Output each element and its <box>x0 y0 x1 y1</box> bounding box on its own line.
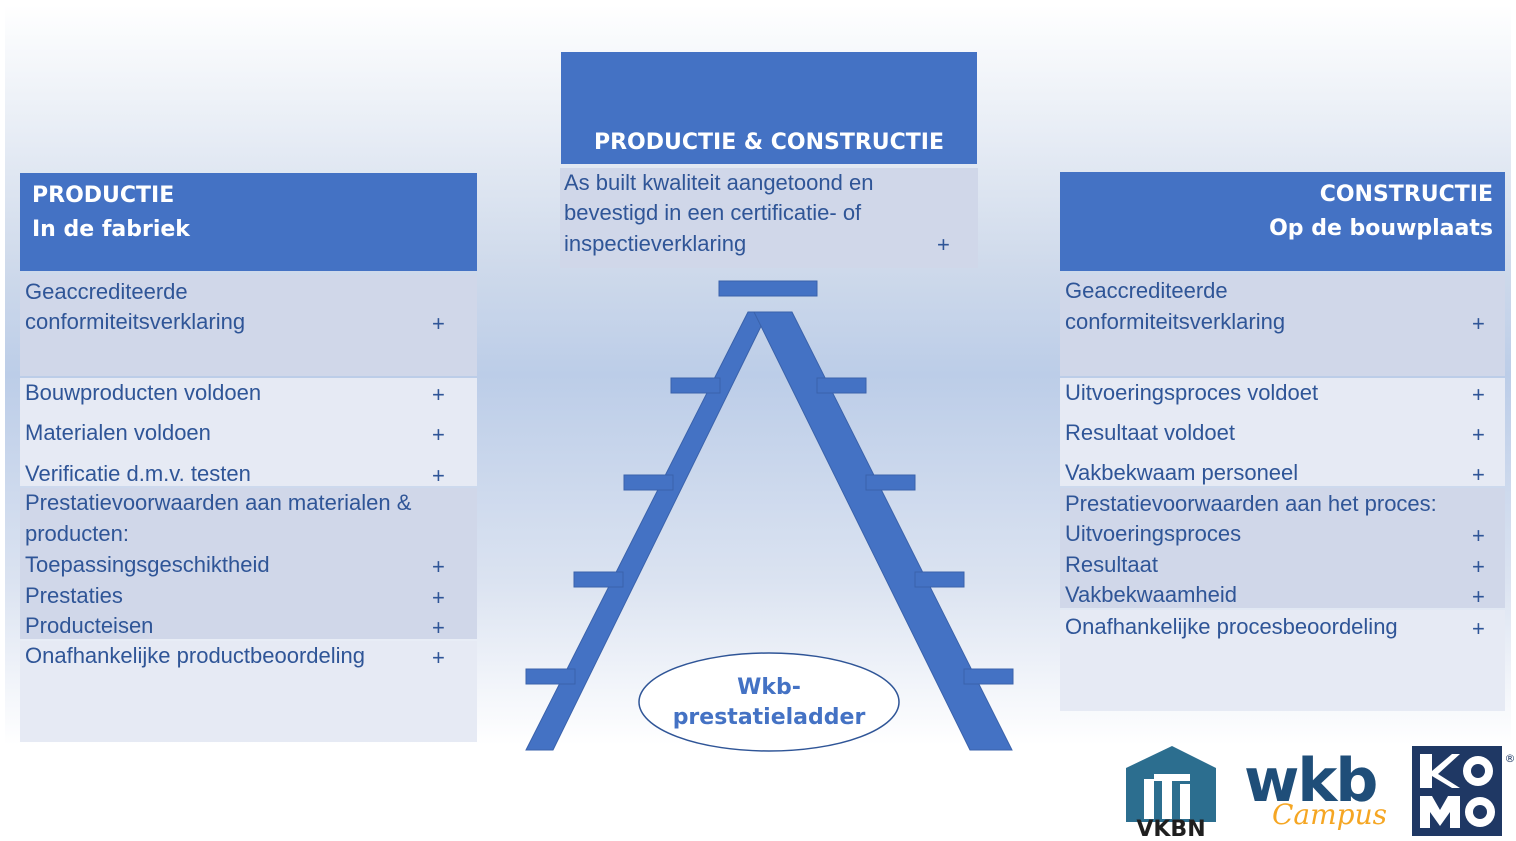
plus-icon: + <box>1472 584 1485 609</box>
plus-icon: + <box>432 422 445 447</box>
right-requirement-item: Resultaat <box>1065 552 1158 577</box>
right-requirement-item: Vakbekwaamheid <box>1065 582 1238 607</box>
wkb-text: wkb <box>1244 746 1378 816</box>
left-requirements-heading: producten: <box>25 521 129 546</box>
plus-icon: + <box>432 585 445 610</box>
left-accreditation-section: Geaccrediteerde conformiteitsverklaring … <box>20 275 477 376</box>
center-title: PRODUCTIE & CONSTRUCTIE <box>593 130 945 155</box>
right-checks-section: Uitvoeringsproces voldoet + Resultaat vo… <box>1060 378 1505 487</box>
center-text-line: bevestigd in een certificatie- of <box>564 200 862 225</box>
ladder-rung-right-3 <box>914 571 965 588</box>
komo-logo: ® <box>1412 746 1516 836</box>
right-check-item: Resultaat voldoet <box>1065 420 1235 445</box>
plus-icon: + <box>1472 616 1485 641</box>
left-check-item: Bouwproducten voldoen <box>25 380 262 405</box>
plus-icon: + <box>1472 554 1485 579</box>
ladder-rung-left-2 <box>623 474 674 491</box>
registered-mark: ® <box>1505 752 1516 765</box>
left-requirements-heading: Prestatievoorwaarden aan materialen & <box>25 490 412 515</box>
left-header: PRODUCTIE In de fabriek <box>20 173 477 271</box>
plus-icon: + <box>1472 523 1485 548</box>
right-requirement-item: Uitvoeringsproces <box>1065 521 1242 546</box>
right-item-text: Geaccrediteerde <box>1065 278 1228 303</box>
center-body: As built kwaliteit aangetoond en bevesti… <box>560 168 978 268</box>
ladder-top-step <box>718 280 818 297</box>
right-body: Geaccrediteerde conformiteitsverklaring … <box>1060 275 1505 711</box>
plus-icon: + <box>432 615 445 640</box>
ladder-label-line2: prestatieladder <box>673 705 866 730</box>
plus-icon: + <box>1472 311 1485 336</box>
plus-icon: + <box>432 645 445 670</box>
plus-icon: + <box>1472 382 1485 407</box>
plus-icon: + <box>1472 422 1485 447</box>
wkb-campus-logo: wkb Campus <box>1240 746 1390 838</box>
ladder-rung-left-3 <box>573 571 624 588</box>
right-check-item: Uitvoeringsproces voldoet <box>1065 380 1319 405</box>
plus-icon: + <box>432 463 445 488</box>
plus-icon: + <box>432 554 445 579</box>
right-accreditation-section: Geaccrediteerde conformiteitsverklaring … <box>1060 275 1505 376</box>
left-title-line1: PRODUCTIE <box>32 183 175 208</box>
ladder-rung-right-4 <box>963 668 1014 685</box>
right-item-text: conformiteitsverklaring <box>1065 309 1286 334</box>
plus-icon: + <box>1472 462 1485 487</box>
left-assessment-section: Onafhankelijke productbeoordeling + <box>20 641 477 742</box>
left-body: Geaccrediteerde conformiteitsverklaring … <box>20 275 477 742</box>
center-plus: + <box>937 232 950 257</box>
left-check-item: Materialen voldoen <box>25 420 211 445</box>
center-text-line: inspectieverklaring <box>564 231 747 256</box>
center-text-line: As built kwaliteit aangetoond en <box>564 170 874 195</box>
ladder-rung-right-2 <box>865 474 916 491</box>
prestatieladder-graphic: Wkb- prestatieladder <box>525 280 1014 752</box>
right-title-line2: Op de bouwplaats <box>1269 216 1493 241</box>
left-title-line2: In de fabriek <box>32 217 190 242</box>
right-assessment-section: Onafhankelijke procesbeoordeling + <box>1060 610 1505 711</box>
right-requirements-section: Prestatievoorwaarden aan het proces: Uit… <box>1060 488 1505 609</box>
left-checks-section: Bouwproducten voldoen + Materialen voldo… <box>20 378 477 488</box>
plus-icon: + <box>432 382 445 407</box>
ladder-rung-left-4 <box>525 668 576 685</box>
center-header: PRODUCTIE & CONSTRUCTIE <box>561 52 977 164</box>
right-requirements-heading: Prestatievoorwaarden aan het proces: <box>1065 491 1437 516</box>
right-header: CONSTRUCTIE Op de bouwplaats <box>1060 172 1505 271</box>
ladder-rung-left-1 <box>670 377 721 394</box>
ladder-right-rail <box>753 311 1013 751</box>
left-requirement-item: Toepassingsgeschiktheid <box>25 552 270 577</box>
left-item-text: conformiteitsverklaring <box>25 309 246 334</box>
ladder-rung-right-1 <box>816 377 867 394</box>
left-requirements-section: Prestatievoorwaarden aan materialen & pr… <box>20 488 477 640</box>
right-assessment-item: Onafhankelijke procesbeoordeling <box>1065 614 1398 639</box>
vkbn-text: VKBN <box>1136 817 1205 838</box>
left-check-item: Verificatie d.m.v. testen <box>25 461 251 486</box>
left-item-text: Geaccrediteerde <box>25 279 188 304</box>
ladder-label-line1: Wkb- <box>737 675 801 700</box>
left-assessment-item: Onafhankelijke productbeoordeling <box>25 643 366 668</box>
right-title-line1: CONSTRUCTIE <box>1319 182 1493 207</box>
vkbn-logo: VKBN <box>1126 746 1216 838</box>
left-requirement-item: Producteisen <box>25 613 154 638</box>
campus-text: Campus <box>1272 798 1387 831</box>
right-check-item: Vakbekwaam personeel <box>1065 460 1299 485</box>
ladder-label-ellipse <box>638 652 900 752</box>
plus-icon: + <box>432 311 445 336</box>
left-requirement-item: Prestaties <box>25 583 123 608</box>
